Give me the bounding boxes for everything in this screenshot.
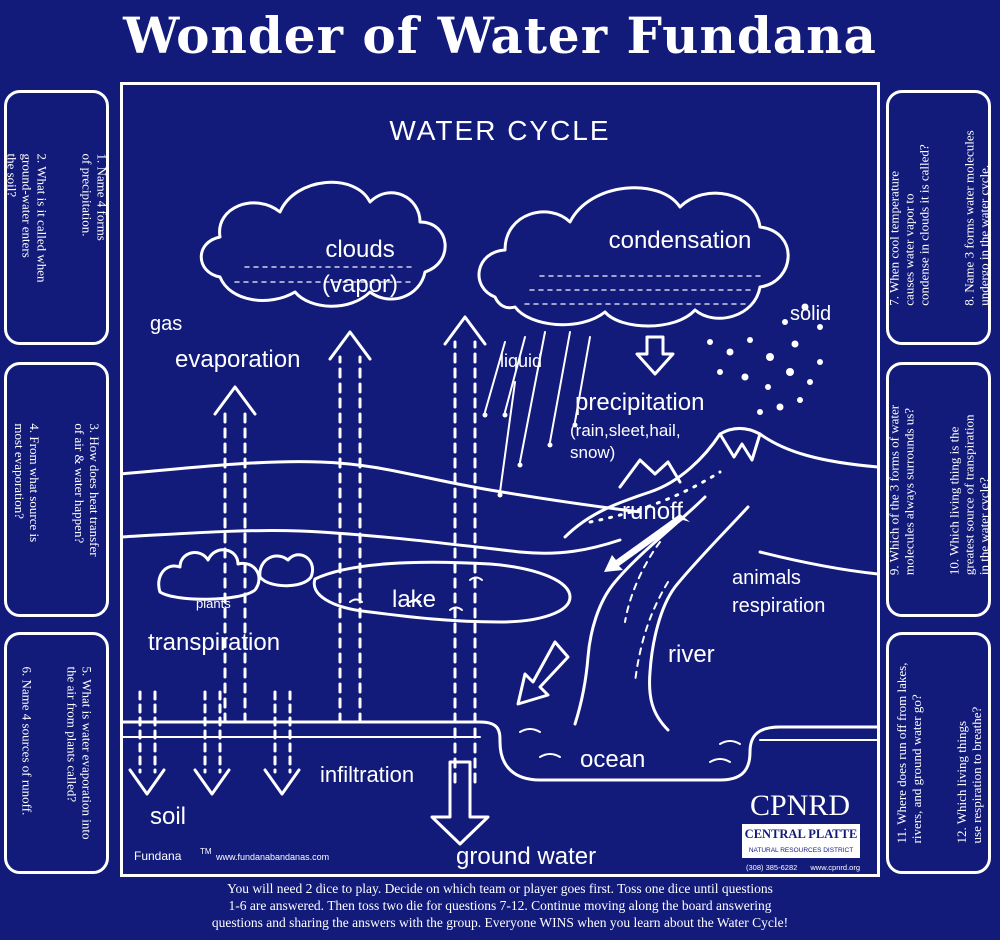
question-2: 2. What is it called when ground-water e… (4, 152, 49, 283)
river-bank-left (573, 495, 707, 726)
ocean-waves (519, 728, 741, 763)
label-gas: gas (150, 313, 182, 335)
label-soil: soil (150, 803, 186, 830)
hill-shade (588, 470, 722, 524)
question-pair-3-4: 3. How does heat transfer of air & water… (0, 423, 132, 556)
question-card-3-4: 3. How does heat transfer of air & water… (4, 362, 109, 617)
page-title: Wonder of Water Fundana (123, 6, 877, 65)
brand-website: www.fundanabandanas.com (215, 852, 329, 862)
label-precipitation-detail-2: snow) (570, 443, 615, 462)
infiltration-arrows (138, 690, 292, 774)
question-pair-5-6: 5. What is water evaporation into the ai… (0, 666, 124, 839)
question-1: 1. Name 4 forms of precipitation. (79, 152, 109, 241)
cloud-condensation (477, 186, 790, 328)
label-ocean: ocean (580, 746, 645, 773)
label-liquid: liquid (500, 351, 542, 371)
label-clouds: clouds (325, 236, 394, 263)
label-infiltration: infiltration (320, 762, 414, 787)
label-solid: solid (790, 303, 831, 325)
small-peak (618, 458, 682, 489)
label-vapor: (vapor) (322, 271, 398, 298)
ground-water-arrow (430, 760, 490, 846)
question-11: 11. Where does run off from lakes, river… (893, 662, 924, 844)
cpnrd-logo: CPNRD CENTRAL PLATTE NATURAL RESOURCES D… (742, 789, 860, 872)
label-runoff: runoff (622, 498, 683, 525)
plants-shrubs (157, 548, 315, 601)
label-lake: lake (392, 586, 436, 613)
hill-line (120, 460, 642, 514)
diagram-heading: WATER CYCLE (389, 115, 610, 146)
label-animals: animals (732, 567, 801, 589)
question-6: 6. Name 4 sources of runoff. (19, 666, 34, 816)
lake-outline (312, 560, 572, 624)
question-9: 9. Which of the 3 forms of water molecul… (886, 404, 916, 575)
instructions-line-3: questions and sharing the answers with t… (211, 915, 789, 930)
question-4: 4. From what source is most evaporation? (11, 422, 42, 542)
question-10: 10. Which living thing is the greatest s… (946, 413, 991, 575)
river-flow-arrow (516, 640, 570, 706)
evaporation-arrows (223, 340, 477, 784)
question-7: 7. When cool temperature causes water va… (886, 143, 931, 306)
question-card-5-6: 5. What is water evaporation into the ai… (4, 632, 109, 874)
question-5: 5. What is water evaporation into the ai… (64, 666, 94, 840)
brand-fundana: Fundana (134, 849, 182, 863)
water-cycle-diagram: WATER CYCLE clouds (vapor) condensation … (120, 82, 880, 877)
evaporation-arrowheads (213, 315, 487, 416)
question-8: 8. Name 3 forms water molecules undergo … (961, 129, 991, 306)
label-condensation: condensation (609, 227, 752, 254)
question-card-11-12: 11. Where does run off from lakes, river… (886, 632, 991, 874)
question-pair-11-12: 11. Where does run off from lakes, river… (864, 663, 1000, 844)
question-pair-1-2: 1. Name 4 forms of precipitation. 2. Wha… (0, 153, 139, 282)
rain-streaks (484, 331, 591, 493)
land-line-right (758, 550, 880, 576)
logo-line2: NATURAL RESOURCES DISTRICT (749, 847, 853, 854)
brand-trademark: TM (200, 847, 212, 856)
question-3: 3. How does heat transfer of air & water… (71, 422, 102, 557)
logo-url: www.cpnrd.org (809, 863, 860, 872)
label-precipitation-detail-1: (rain,sleet,hail, (570, 421, 681, 440)
question-card-1-2: 1. Name 4 forms of precipitation. 2. Wha… (4, 90, 109, 345)
logo-name: CPNRD (750, 789, 850, 822)
label-river: river (668, 641, 715, 668)
ground-line (120, 720, 880, 782)
label-respiration: respiration (732, 595, 825, 617)
label-ground-water: ground water (456, 843, 596, 870)
precipitation-arrow (635, 335, 675, 376)
label-transpiration: transpiration (148, 629, 280, 656)
diagram-border (120, 82, 880, 877)
label-precipitation: precipitation (575, 389, 704, 416)
question-card-9-10: 9. Which of the 3 forms of water molecul… (886, 362, 991, 617)
land-line-left (120, 529, 622, 555)
logo-line1: CENTRAL PLATTE (745, 827, 858, 841)
label-evaporation: evaporation (175, 346, 300, 373)
mountain-snowcap (718, 432, 762, 462)
question-card-7-8: 7. When cool temperature causes water va… (886, 90, 991, 345)
logo-phone: (308) 385-6282 (746, 863, 797, 872)
instructions-footer: You will need 2 dice to play. Decide on … (110, 880, 890, 931)
snow-dots (707, 303, 823, 415)
instructions-line-2: 1-6 are answered. Then toss two die for … (228, 898, 772, 913)
runoff-arrow (604, 514, 690, 572)
label-plants: plants (196, 596, 231, 611)
raindrops (482, 412, 578, 498)
cloud-vapor (199, 180, 447, 308)
instructions-line-1: You will need 2 dice to play. Decide on … (227, 881, 773, 896)
question-12: 12. Which living things use respiration … (953, 706, 984, 844)
river-bank-right (648, 505, 750, 732)
